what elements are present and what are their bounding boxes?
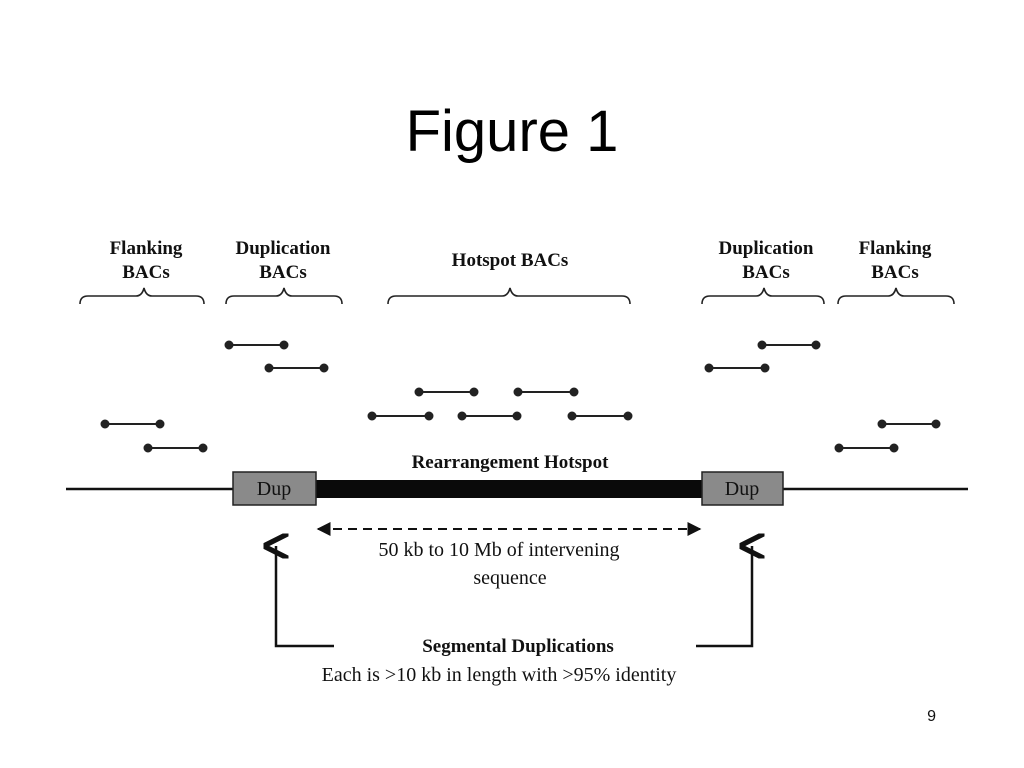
label-hotspot-bacs: Hotspot BACs <box>452 250 569 271</box>
interval-label-line1: 50 kb to 10 Mb of intervening <box>378 539 619 561</box>
flanking-right-line1: Flanking <box>859 238 932 259</box>
brace-hotspot <box>387 287 631 305</box>
bac-clone <box>224 340 289 350</box>
duplication-right-line1: Duplication <box>718 238 813 259</box>
brace-flanking-right <box>837 287 955 305</box>
hotspot-region <box>316 480 702 498</box>
bac-clone <box>704 363 770 373</box>
label-duplication-left: Duplication BACs <box>235 238 330 283</box>
duplication-left-line2: BACs <box>259 262 307 283</box>
bac-clone <box>367 411 434 421</box>
brace-flanking-left <box>79 287 205 305</box>
label-duplication-right: Duplication BACs <box>718 238 813 283</box>
segmental-duplications-note: Each is >10 kb in length with >95% ident… <box>322 664 677 686</box>
dup-box-right: Dup <box>701 471 784 506</box>
bac-clone <box>567 411 633 421</box>
label-flanking-left: Flanking BACs <box>110 238 183 283</box>
segmental-duplications-title: Segmental Duplications <box>422 636 614 657</box>
dup-box-left: Dup <box>232 471 317 506</box>
label-flanking-right: Flanking BACs <box>859 238 932 283</box>
bac-clones <box>100 340 941 453</box>
group-braces <box>79 287 955 305</box>
duplication-right-line2: BACs <box>742 262 790 283</box>
bac-clone <box>264 363 329 373</box>
brace-duplication-left <box>225 287 343 305</box>
dup-box-right-label: Dup <box>725 478 759 500</box>
bac-clone <box>877 419 941 429</box>
bac-clone <box>143 443 208 453</box>
segdup-arrow-left <box>276 546 334 648</box>
segdup-arrow-right <box>696 546 752 648</box>
bac-clone <box>414 387 479 397</box>
flanking-left-line2: BACs <box>122 262 170 283</box>
interval-label-line2: sequence <box>473 567 546 589</box>
flanking-left-line1: Flanking <box>110 238 183 259</box>
duplication-left-line1: Duplication <box>235 238 330 259</box>
brace-duplication-right <box>701 287 825 305</box>
page-number: 9 <box>927 708 936 725</box>
bac-clone <box>834 443 899 453</box>
bac-clone <box>457 411 522 421</box>
bac-clone <box>100 419 165 429</box>
dup-box-left-label: Dup <box>257 478 291 500</box>
rearrangement-hotspot-label: Rearrangement Hotspot <box>412 452 609 473</box>
flanking-right-line2: BACs <box>871 262 919 283</box>
slide-title: Figure 1 <box>405 99 619 164</box>
bac-clone <box>513 387 579 397</box>
bac-clone <box>757 340 821 350</box>
